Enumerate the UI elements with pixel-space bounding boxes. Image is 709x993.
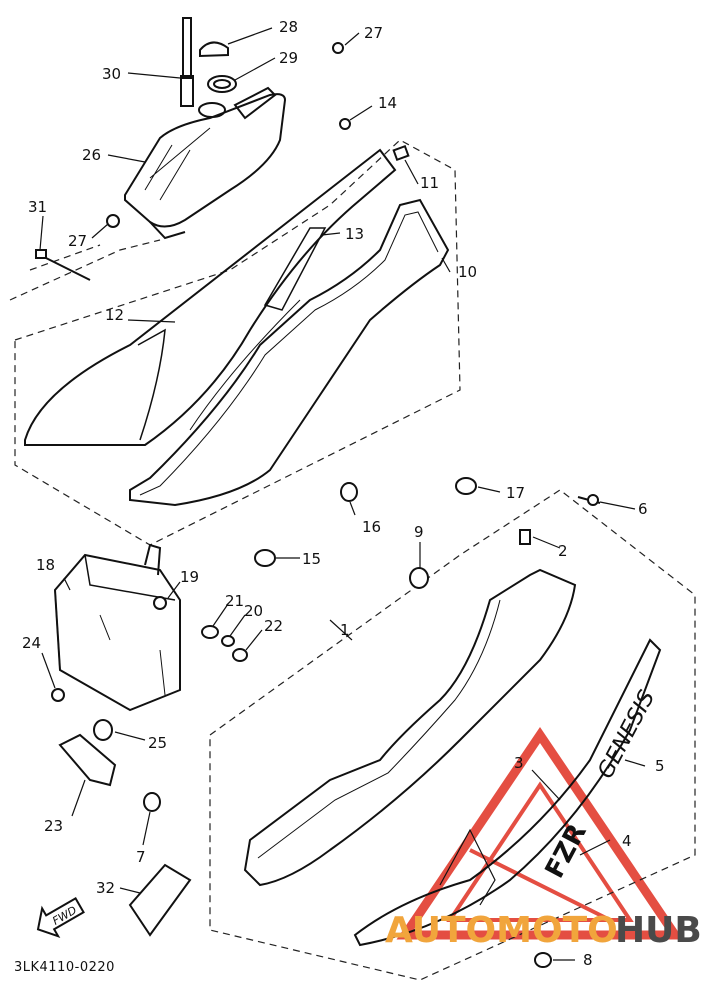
watermark-logo <box>396 726 684 940</box>
hardware-parts <box>35 42 601 968</box>
callout-24: 24 <box>22 634 41 652</box>
watermark-automoto: AUTOMOTO <box>385 910 618 951</box>
lower-side-cover-part <box>243 568 577 887</box>
callout-27-lower: 27 <box>68 232 87 250</box>
callout-21: 21 <box>225 592 244 610</box>
watermark-text: AUTOMOTO HUB <box>385 910 702 951</box>
callout-20: 20 <box>244 602 263 620</box>
callout-5: 5 <box>655 757 665 775</box>
callout-29: 29 <box>279 49 298 67</box>
callout-18: 18 <box>36 556 55 574</box>
callout-6: 6 <box>638 500 648 518</box>
callout-11: 11 <box>420 174 439 192</box>
callout-9: 9 <box>414 523 424 541</box>
callout-15: 15 <box>302 550 321 568</box>
panel-frame-part <box>129 144 450 507</box>
callout-13: 13 <box>345 225 364 243</box>
callout-22: 22 <box>264 617 283 635</box>
callout-17: 17 <box>506 484 525 502</box>
callout-23: 23 <box>44 817 63 835</box>
dashed-assembly-outlines <box>9 139 696 981</box>
callout-25: 25 <box>148 734 167 752</box>
callout-3: 3 <box>514 754 524 772</box>
callout-8: 8 <box>583 951 593 969</box>
callout-32: 32 <box>96 879 115 897</box>
callout-2: 2 <box>558 542 568 560</box>
callout-4: 4 <box>622 832 632 850</box>
leader-lines <box>39 27 646 961</box>
callout-30: 30 <box>102 65 121 83</box>
callout-27-top: 27 <box>364 24 383 42</box>
callout-numbers: 28 29 30 27 14 26 11 31 27 13 10 12 17 6… <box>22 18 665 969</box>
callout-26: 26 <box>82 146 101 164</box>
battery-box-part <box>53 543 181 712</box>
callout-1: 1 <box>340 621 350 639</box>
callout-31: 31 <box>28 198 47 216</box>
tank-cover-part <box>124 86 287 240</box>
callout-10: 10 <box>458 263 477 281</box>
callout-12: 12 <box>105 306 124 324</box>
callout-14: 14 <box>378 94 397 112</box>
fwd-arrow-icon: FWD <box>36 897 85 938</box>
callout-28: 28 <box>279 18 298 36</box>
callout-16: 16 <box>362 518 381 536</box>
callout-7: 7 <box>136 848 146 866</box>
watermark-hub: HUB <box>615 910 702 951</box>
drawing-code: 3LK4110-0220 <box>14 960 115 975</box>
callout-19: 19 <box>180 568 199 586</box>
upper-side-cover-part <box>24 148 397 446</box>
cap-and-stud-parts <box>180 17 237 107</box>
